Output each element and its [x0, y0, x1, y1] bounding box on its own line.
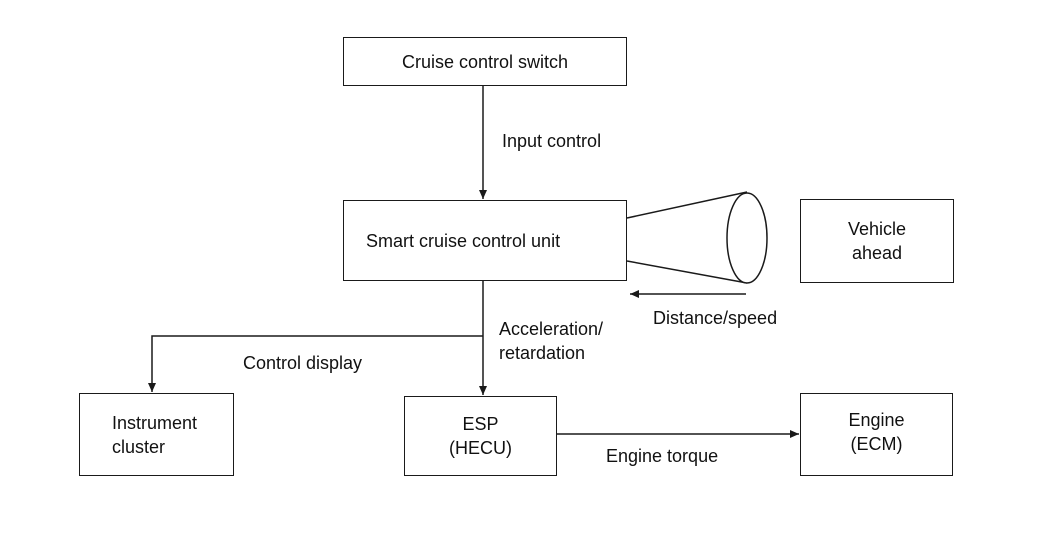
acceleration-retardation-label: Acceleration/ retardation	[499, 319, 604, 363]
instrument-cluster-box: Instrument cluster	[79, 393, 234, 476]
radar-beam-lower	[626, 260, 748, 284]
esp-hecu-box: ESP (HECU)	[404, 396, 557, 476]
instrument-cluster-label: Instrument cluster	[112, 412, 198, 457]
engine-ecm-box: Engine (ECM)	[800, 393, 953, 476]
arrow-control-display	[148, 335, 483, 392]
esp-hecu-label: ESP (HECU)	[449, 414, 512, 458]
distance-speed-label: Distance/speed	[653, 308, 778, 328]
cruise-control-switch-label: Cruise control switch	[401, 51, 569, 72]
smart-cruise-control-unit-label: Smart cruise control unit	[366, 230, 561, 251]
engine-ecm-label: Engine (ECM)	[848, 410, 905, 454]
smart-cruise-control-unit-box: Smart cruise control unit	[343, 200, 627, 281]
vehicle-ahead-box: Vehicle ahead	[800, 199, 954, 283]
control-display-label: Control display	[243, 353, 363, 373]
vehicle-ahead-label: Vehicle ahead	[847, 219, 907, 263]
input-control-label: Input control	[502, 131, 602, 151]
radar-beam-upper	[626, 191, 748, 219]
cruise-control-switch-box: Cruise control switch	[343, 37, 627, 86]
radar-beam-ellipse	[726, 192, 768, 284]
engine-torque-label: Engine torque	[606, 446, 719, 466]
